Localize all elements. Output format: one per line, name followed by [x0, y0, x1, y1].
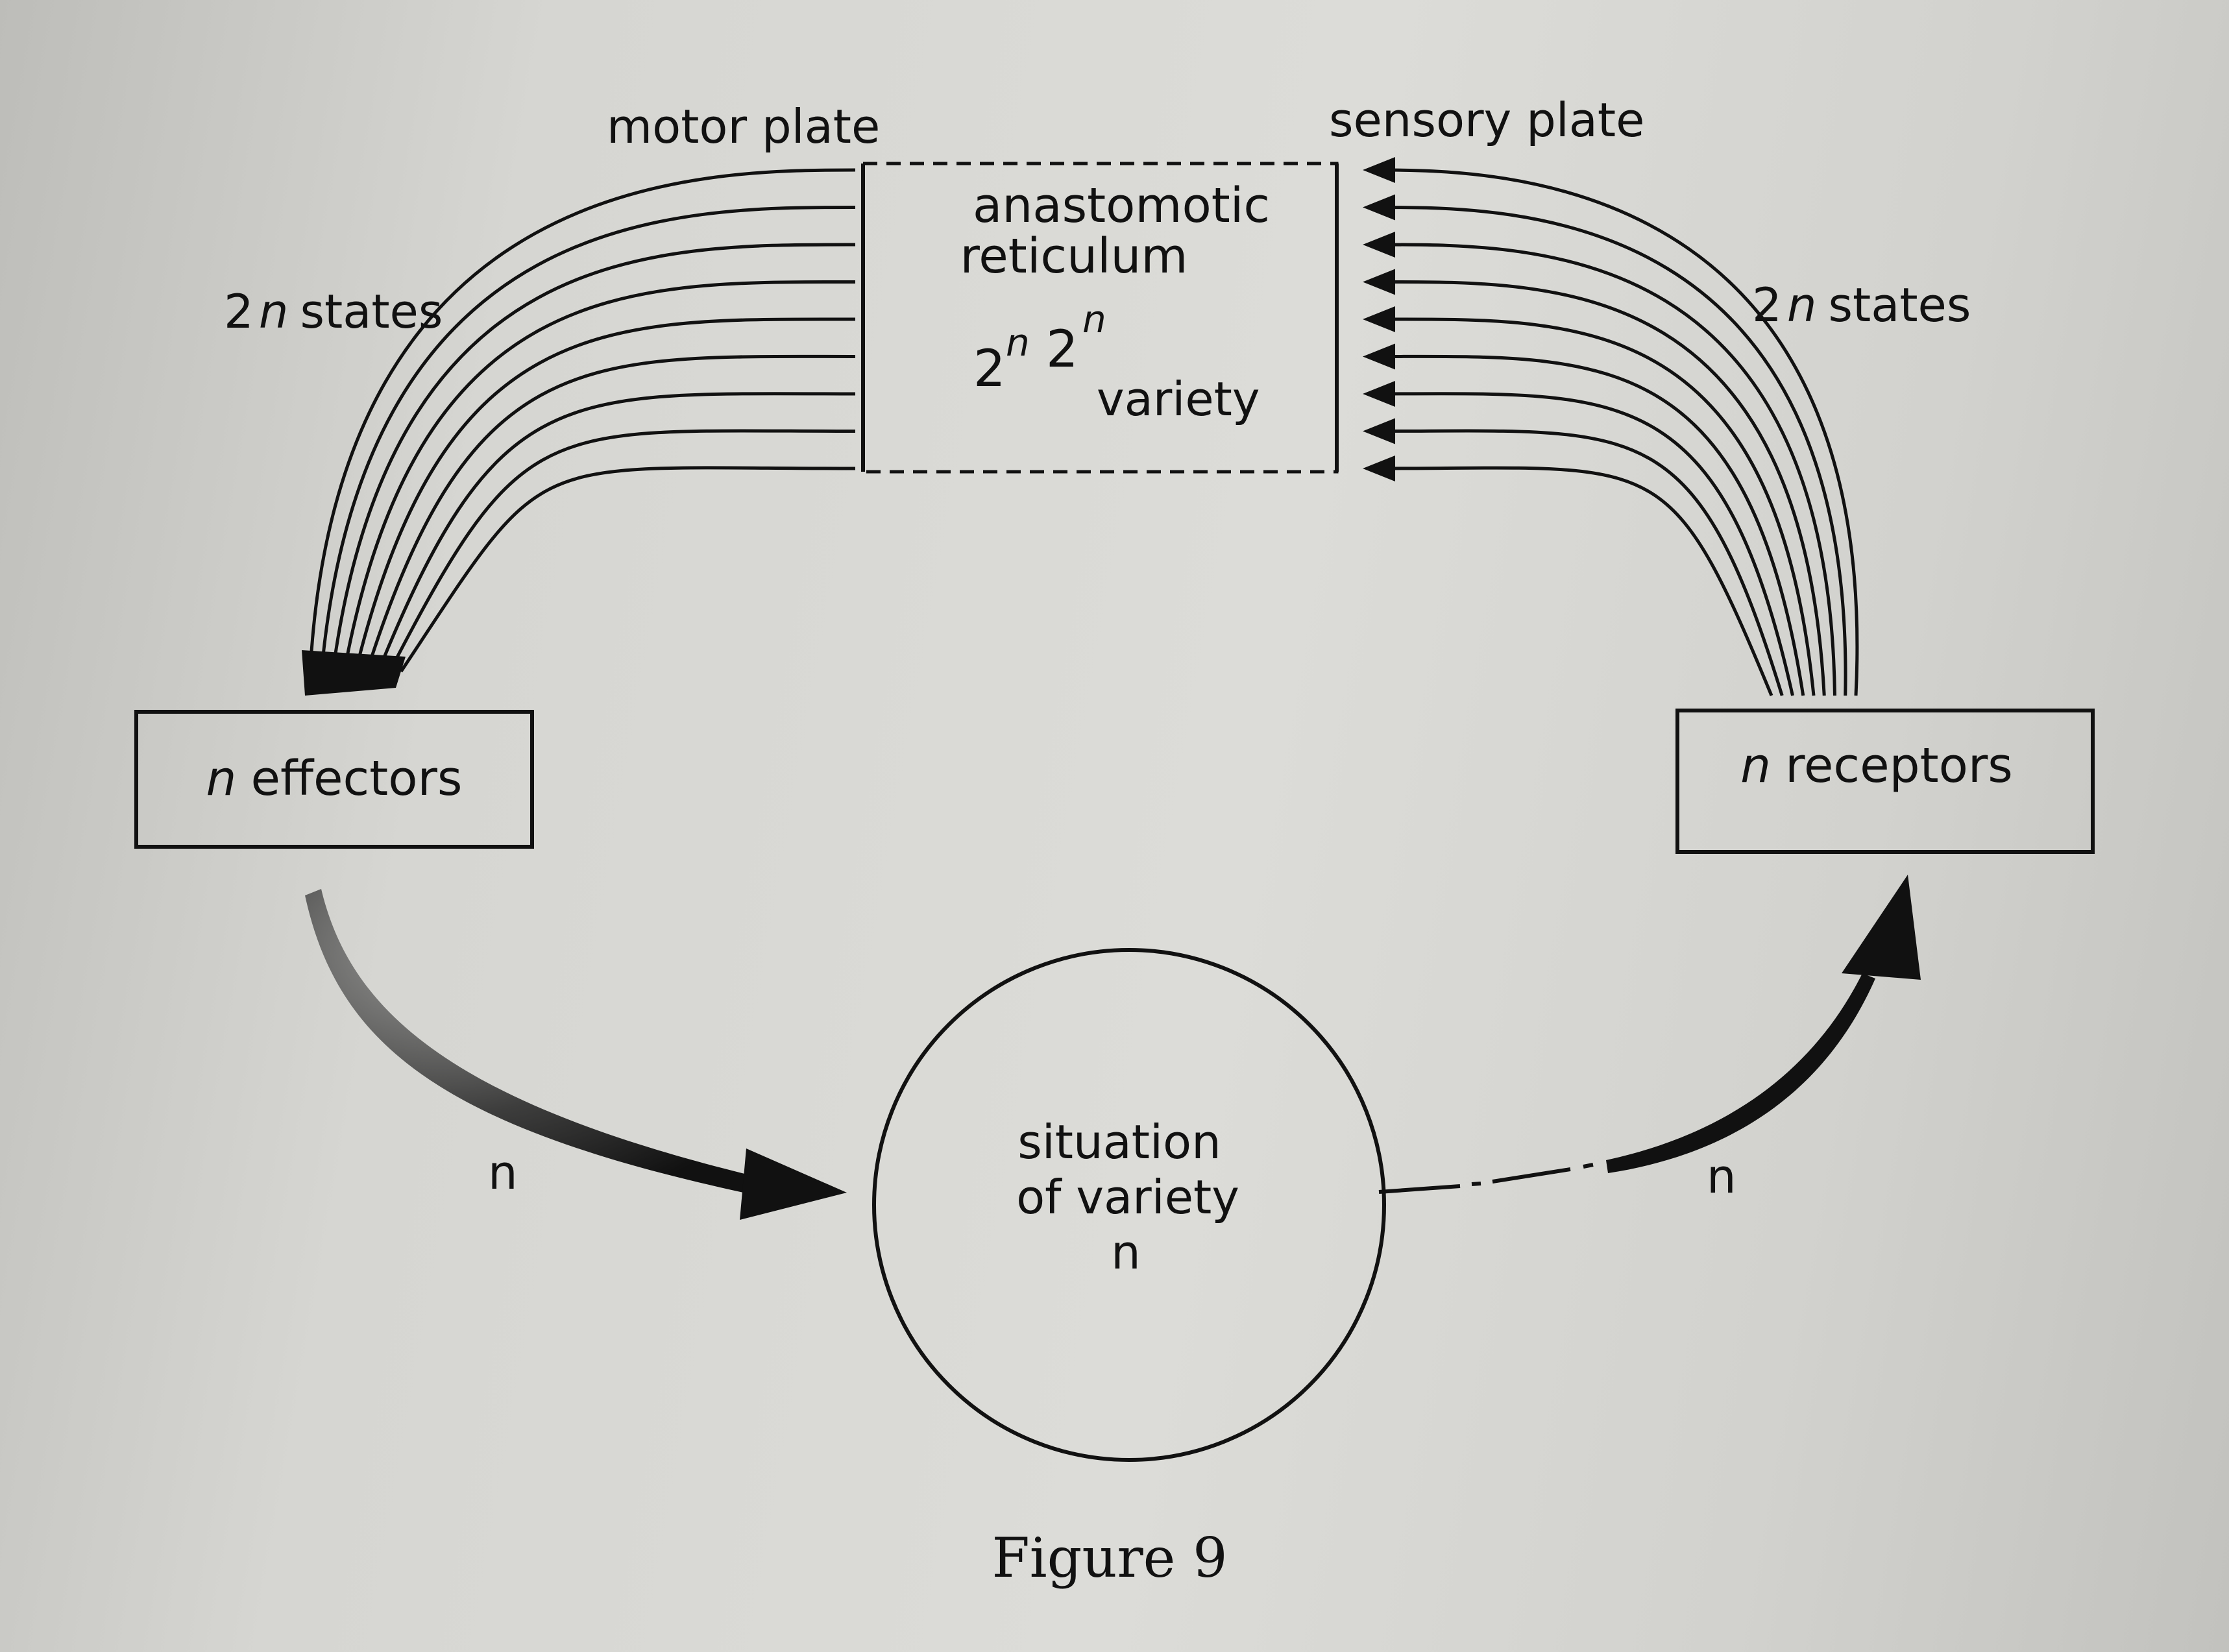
sensory-plate-label: sensory plate	[1329, 93, 1644, 147]
sensory-fan-line	[1378, 243, 1836, 696]
situation-to-receptors-arrowhead	[1842, 875, 1921, 980]
sensory-arrowhead	[1363, 381, 1395, 407]
motor-fan-line	[320, 205, 856, 672]
situation-line2: of variety	[1016, 1170, 1239, 1224]
sensory-arrowhead	[1363, 194, 1395, 221]
motor-plate-fan-lines	[308, 168, 856, 673]
figure-caption: Figure 9	[992, 1526, 1227, 1590]
effectors-box	[134, 710, 534, 849]
motor-plate-label: motor plate	[607, 99, 880, 154]
sensory-fan-line	[1378, 205, 1847, 696]
motor-fan-line	[365, 354, 856, 672]
motor-fan-line	[399, 466, 856, 673]
sensory-fan-line	[1378, 466, 1773, 696]
sensory-arrowhead	[1363, 269, 1395, 295]
sensory-arrowhead	[1363, 157, 1395, 183]
reticulum-variety: variety	[1097, 372, 1260, 426]
sensory-fan-line	[1378, 392, 1794, 696]
sensory-arrowhead	[1363, 343, 1395, 370]
motor-fan-line	[308, 168, 856, 672]
sensory-plate-arrowheads	[1363, 157, 1395, 481]
motor-fan-line	[354, 317, 856, 672]
right-arrow-label: n	[1707, 1149, 1736, 1204]
receptors-box	[1675, 709, 2095, 854]
reticulum-base2: 2	[1046, 321, 1078, 379]
sensory-plate-fan-lines	[1378, 168, 1859, 696]
reticulum-exp1: n	[1006, 321, 1030, 365]
sensory-arrowhead	[1363, 456, 1395, 481]
left-arrow-label: n	[488, 1145, 518, 1200]
reticulum-exp2: n	[1082, 297, 1106, 341]
situation-to-receptors-dashes	[1378, 1163, 1594, 1194]
effectors-to-situation-arrowhead	[740, 1148, 847, 1220]
reticulum-line1: anastomotic	[973, 178, 1270, 234]
sensory-fan-line	[1378, 429, 1784, 696]
situation-to-receptors-arrow	[1606, 973, 1875, 1173]
situation-line3: n	[1111, 1225, 1141, 1280]
motor-fan-line	[343, 280, 856, 672]
sensory-fan-line	[1378, 168, 1859, 696]
motor-fan-line	[376, 392, 856, 672]
sensory-arrowhead	[1363, 306, 1395, 332]
situation-circle	[872, 948, 1386, 1462]
motor-fan-line	[331, 243, 856, 672]
effectors-input-arrowhead	[302, 650, 406, 696]
sensory-fan-line	[1378, 354, 1805, 696]
motor-fan-line	[388, 429, 856, 673]
sensory-fan-line	[1378, 317, 1816, 696]
reticulum-base1: 2	[973, 340, 1006, 398]
situation-line1: situation	[1017, 1115, 1221, 1169]
reticulum-line2: reticulum	[960, 228, 1188, 284]
effectors-to-situation-arrow	[305, 889, 753, 1194]
sensory-arrowhead	[1363, 232, 1395, 258]
sensory-arrowhead	[1363, 418, 1395, 444]
sensory-fan-line	[1378, 280, 1826, 696]
